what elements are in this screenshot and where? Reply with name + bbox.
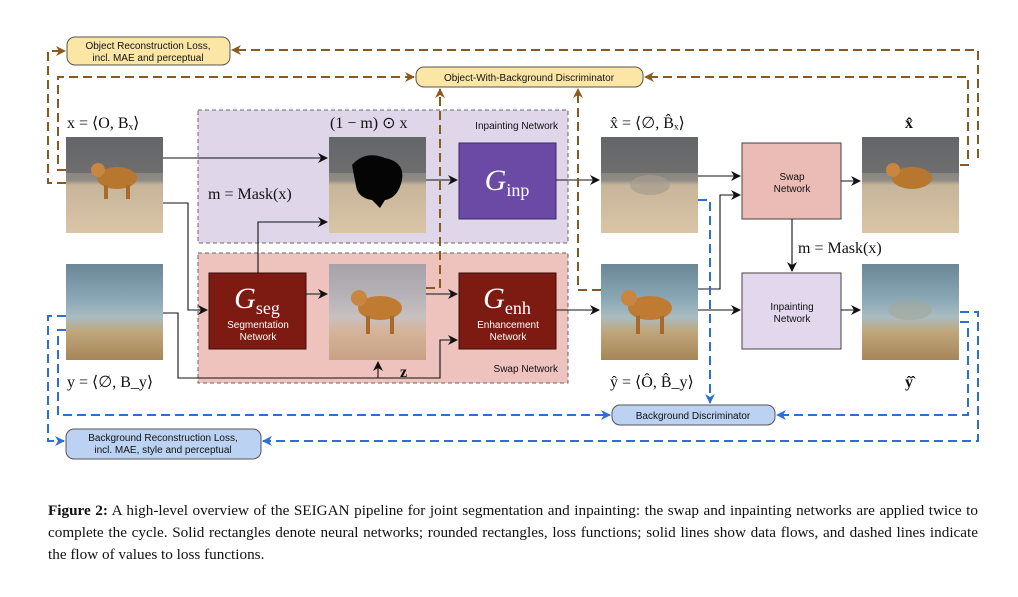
background-loss-flows [47,199,979,446]
g-seg-name-2: Network [240,332,278,343]
inpainted-beach-image-top [601,137,698,233]
background-discriminator-label: Background Discriminator [636,411,751,422]
orange-outer-loop [231,45,979,158]
arrow-y-to-genh [163,312,458,379]
swap-network-name-2: Network [774,184,812,195]
inpainting-network-name-1: Inpainting [770,302,813,313]
blue-yhathat-to-recon-loss [262,311,979,446]
data-flow-arrows [163,153,861,379]
object-reconstruction-loss-box [66,36,231,66]
mask-definition-2: m = Mask(x) [798,240,882,257]
background-reconstruction-loss-line1: Background Reconstruction Loss, [88,433,238,444]
g-seg-box [208,272,307,350]
inpainting-region-label: Inpainting Network [475,121,559,132]
dog-in-sea-image [601,264,698,360]
mask-definition: m = Mask(x) [208,186,292,203]
caption-text: A high-level overview of the SEIGAN pipe… [48,502,978,563]
y-hathat-label: ŷ̂ [905,374,916,391]
object-loss-flows [47,45,979,291]
blue-yhathat-to-discriminator [776,321,969,420]
g-seg-label: Gseg [234,282,280,318]
g-enh-label: Genh [483,282,531,318]
blue-xhat-to-discriminator [698,199,715,404]
figure-caption: Figure 2: A high-level overview of the S… [48,500,978,566]
g-enh-name-1: Enhancement [477,320,539,331]
masked-image-label: (1 − m) ⊙ x [330,115,408,132]
inpainting-network-name-2: Network [774,314,812,325]
swap-network-name-1: Swap [779,172,804,183]
object-bg-discriminator-box [415,66,644,88]
orange-seg-to-discriminator [426,88,445,289]
g-seg-name-1: Segmentation [227,320,289,331]
background-reconstruction-loss-box [65,428,262,460]
object-bg-discriminator-label: Object-With-Background Discriminator [444,73,615,84]
arrow-gseg-to-masked [257,217,328,273]
object-reconstruction-loss-line1: Object Reconstruction Loss, [85,41,210,52]
y-hat-definition: ŷ = ⟨Ô, B̂_y⟩ [610,372,694,391]
caption-label: Figure 2: [48,502,108,519]
blue-y-to-discriminator [57,329,611,420]
seigan-diagram: Inpainting Network Swap Network [47,36,979,460]
background-discriminator-box [611,404,776,426]
y-definition: y = ⟨∅, B_y⟩ [67,374,153,391]
orange-xhathat-to-discriminator [644,72,969,166]
arrow-x-to-gseg [163,202,208,315]
sea-beach-image [66,264,163,360]
dog-on-beach-image [66,137,163,233]
g-enh-box [458,272,557,350]
orange-x-to-discriminator [57,72,415,171]
g-enh-name-2: Network [490,332,528,343]
reconstructed-dog-image [862,137,959,233]
background-reconstruction-loss-line2: incl. MAE, style and perceptual [94,445,231,456]
orange-yhat-to-discriminator [573,88,601,291]
g-inp-label: Ginp [485,164,530,200]
arrow-yhat-to-swap [698,190,741,290]
reconstructed-sea-image [862,264,959,360]
z-label: z [400,364,407,381]
masked-image [329,137,426,233]
g-inp-box [458,142,557,220]
swap-network-box [741,142,842,220]
swap-region-label: Swap Network [494,364,559,375]
x-definition: x = ⟨O, Bₓ⟩ [67,115,139,132]
x-hat-definition: x̂ = ⟨∅, B̂ₓ⟩ [610,113,685,132]
orange-x-to-loss [47,46,66,184]
inpainting-network-box [741,272,842,350]
blue-y-to-recon-loss [47,315,66,446]
segmented-dog-image [329,264,426,360]
object-reconstruction-loss-line2: incl. MAE and perceptual [92,53,203,64]
x-hathat-label: x̂̂ [905,115,913,132]
